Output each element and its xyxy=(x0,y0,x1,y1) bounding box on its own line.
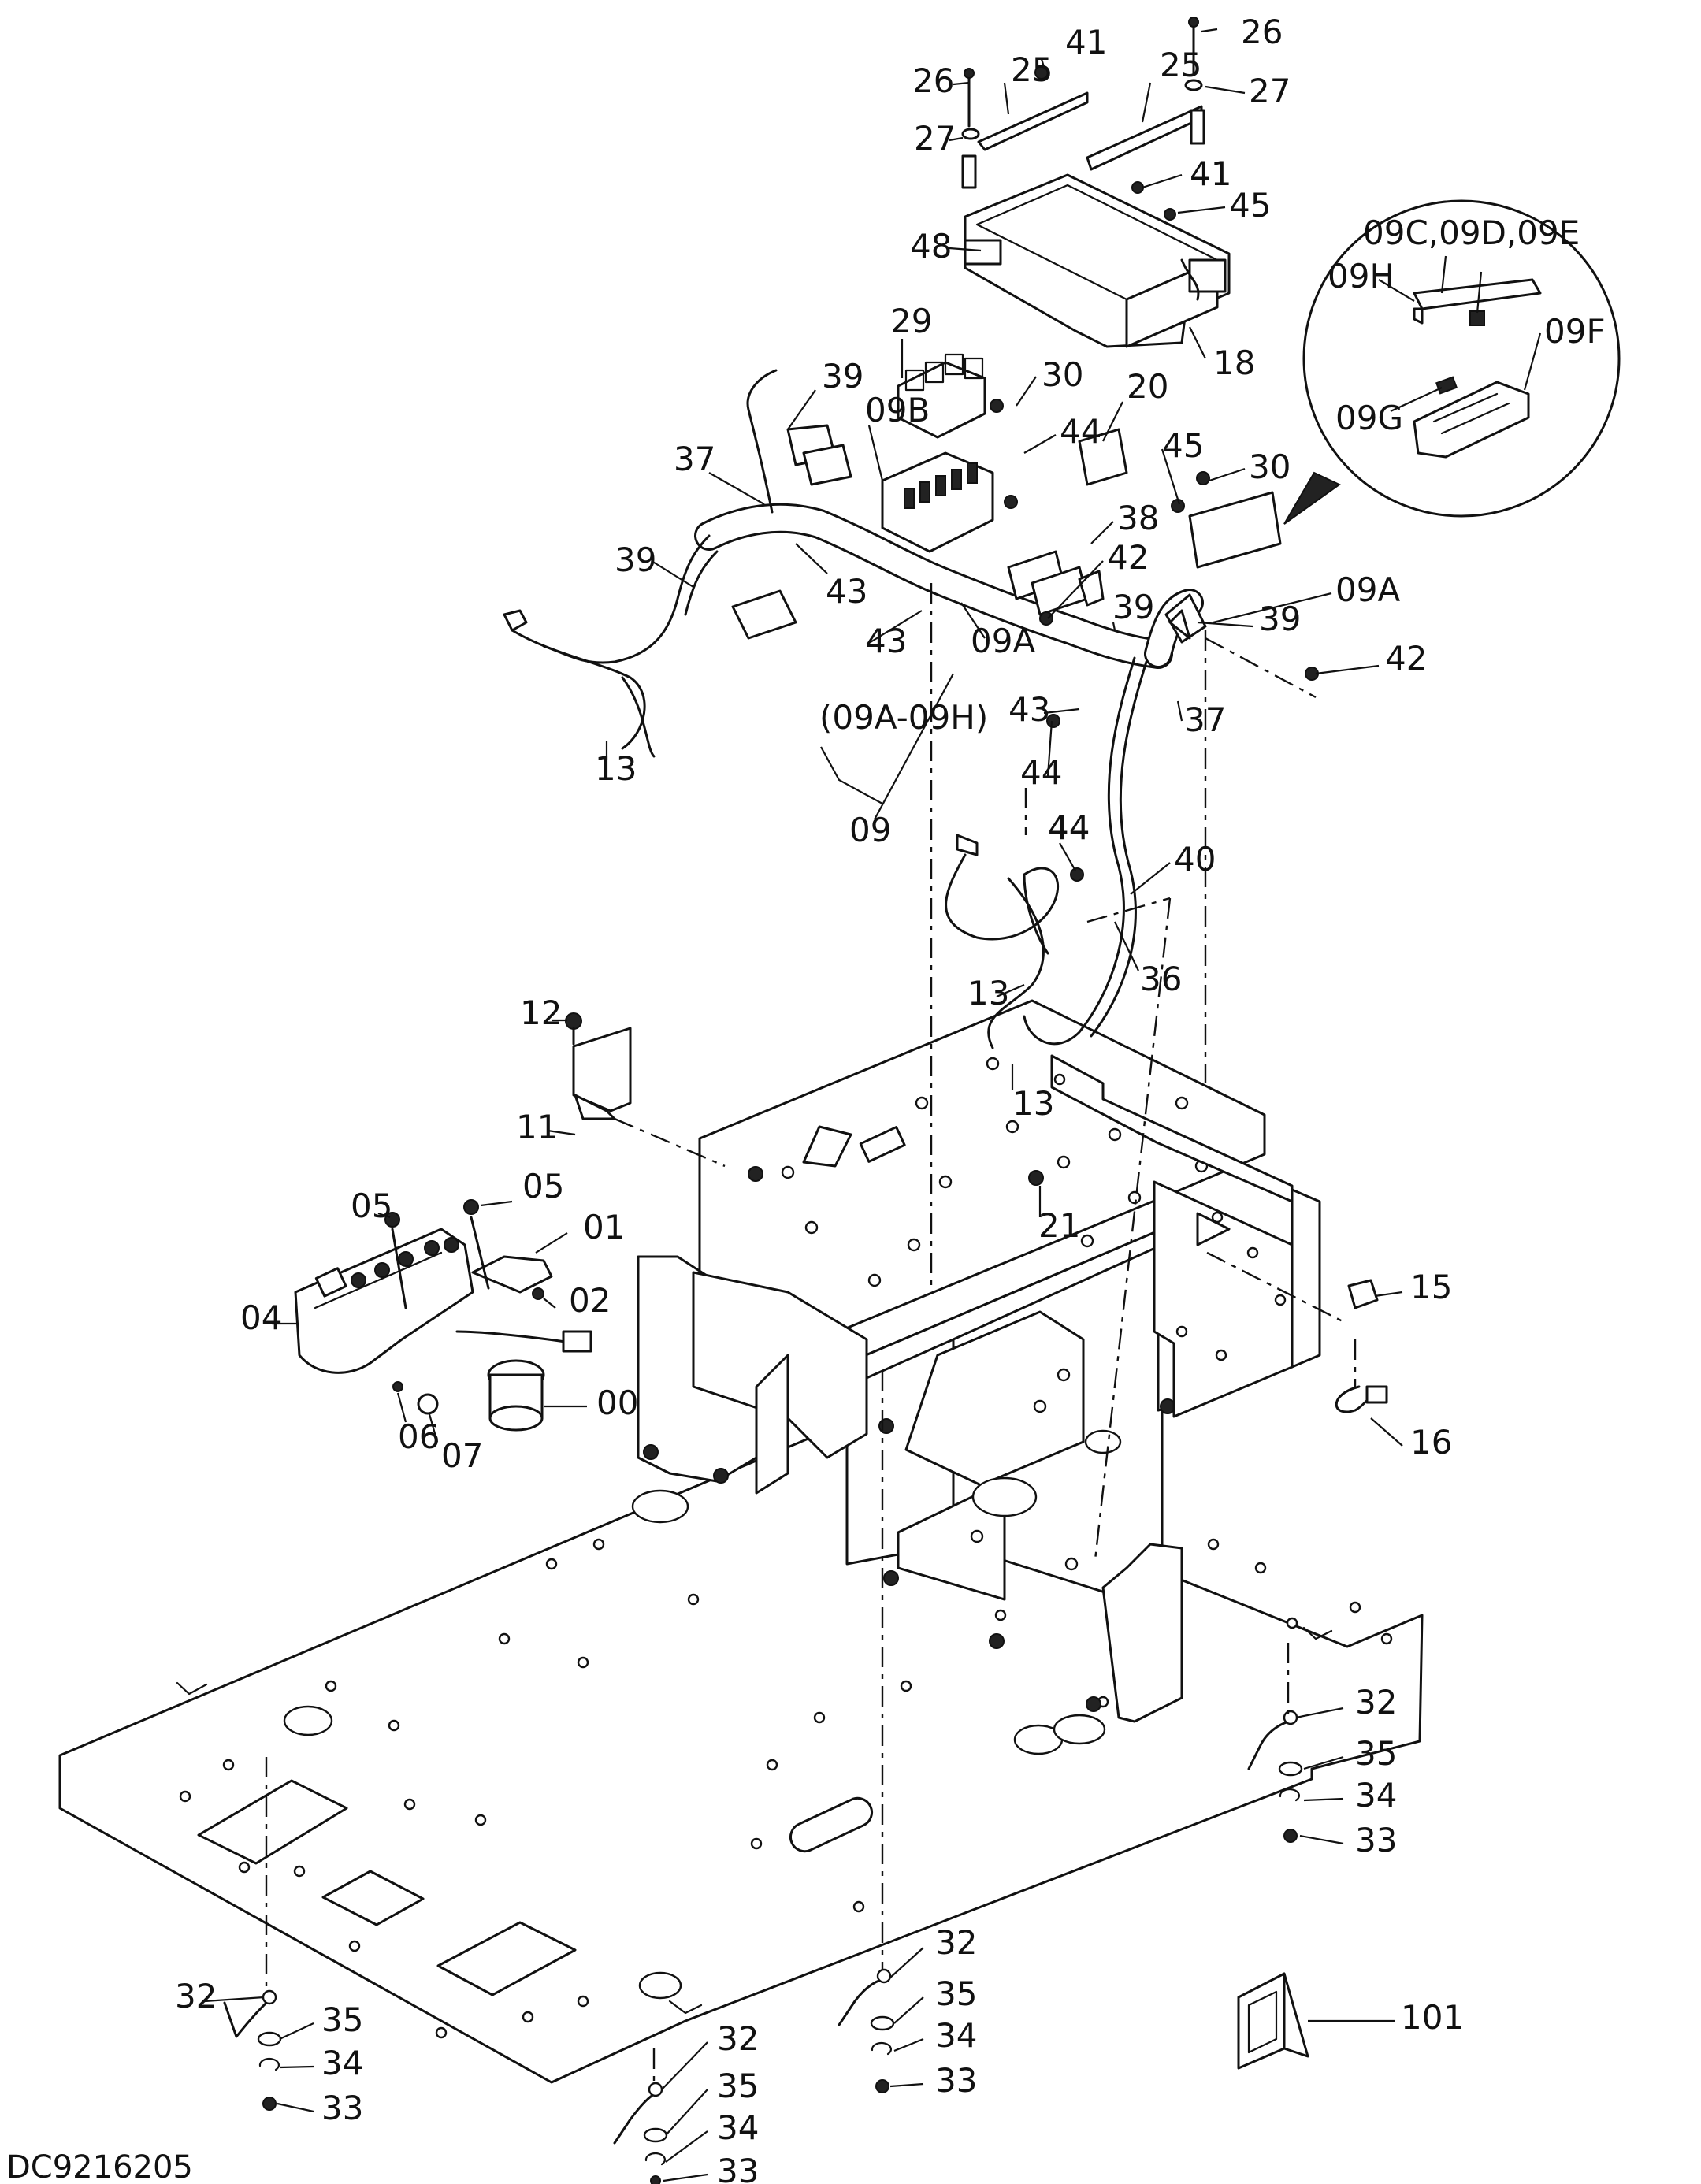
callout-label-l39c: 39 xyxy=(1112,588,1154,626)
callout-label-l11: 11 xyxy=(516,1108,558,1146)
callout-label-l06: 06 xyxy=(398,1417,440,1456)
callout-label-l25a: 25 xyxy=(1160,46,1201,84)
callout-label-l35b: 35 xyxy=(935,1974,977,2013)
callout-label-l12: 12 xyxy=(520,994,562,1032)
callout-label-l33a: 33 xyxy=(1355,1821,1397,1859)
floor-plate xyxy=(58,1432,1424,2084)
callout-label-l09f: 09F xyxy=(1544,312,1606,351)
callout-label-l42a: 42 xyxy=(1107,538,1149,577)
callout-label-l37b: 37 xyxy=(1184,700,1226,739)
callout-label-l27b: 27 xyxy=(914,119,956,158)
callout-label-l33c: 33 xyxy=(321,2089,363,2127)
callout-label-l45b: 45 xyxy=(1162,426,1204,465)
callout-label-l0909: (09A-09H) xyxy=(819,698,988,737)
callout-label-l44a: 44 xyxy=(1060,412,1101,451)
callout-label-l18: 18 xyxy=(1213,344,1255,382)
callout-label-l26b: 26 xyxy=(912,61,954,100)
callout-label-l35a: 35 xyxy=(1355,1734,1397,1773)
callout-label-l21: 21 xyxy=(1038,1206,1080,1245)
callout-label-l41b: 41 xyxy=(1190,154,1231,193)
callout-label-l04: 04 xyxy=(240,1298,282,1337)
callout-label-l40: 40 xyxy=(1174,840,1216,878)
callout-label-l43b: 43 xyxy=(865,622,907,660)
callout-label-l00: 00 xyxy=(596,1384,638,1422)
callout-label-l42b: 42 xyxy=(1385,639,1427,678)
callout-label-l39b: 39 xyxy=(615,540,656,579)
callout-label-l09g: 09G xyxy=(1335,399,1403,437)
callout-label-l05b: 05 xyxy=(522,1167,564,1205)
callout-label-l48: 48 xyxy=(910,227,952,266)
callout-label-l34a: 34 xyxy=(1355,1776,1397,1814)
leader-lines xyxy=(204,28,1542,2182)
callout-label-l41a: 41 xyxy=(1065,23,1107,61)
callout-label-l34c: 34 xyxy=(321,2044,363,2082)
callout-label-l09: 09 xyxy=(849,811,891,849)
callout-label-l09a1: 09A xyxy=(1335,570,1400,609)
callout-label-l25b: 25 xyxy=(1011,50,1053,89)
callout-label-l05a: 05 xyxy=(351,1187,392,1225)
callout-label-l34d: 34 xyxy=(717,2108,759,2147)
callout-label-l36: 36 xyxy=(1140,960,1182,998)
callout-label-l34b: 34 xyxy=(935,2016,977,2055)
bracket-box xyxy=(1050,1054,1321,1418)
callout-label-l27a: 27 xyxy=(1249,72,1291,110)
callout-label-l30a: 30 xyxy=(1042,355,1083,394)
callout-label-l16: 16 xyxy=(1410,1423,1452,1462)
callout-label-l44c: 44 xyxy=(1048,808,1090,847)
callout-label-l32b: 32 xyxy=(935,1923,977,1962)
fuse-relay-block xyxy=(881,353,1282,569)
main-harness xyxy=(503,369,1207,1049)
callout-label-l15: 15 xyxy=(1410,1268,1452,1306)
callout-label-l13a: 13 xyxy=(595,749,637,788)
callout-label-l26a: 26 xyxy=(1241,13,1283,51)
callout-label-l20: 20 xyxy=(1127,367,1168,406)
callout-label-l33d: 33 xyxy=(717,2152,759,2184)
callout-label-l39d: 39 xyxy=(1259,600,1301,638)
callout-label-l33b: 33 xyxy=(935,2061,977,2100)
callout-label-l37a: 37 xyxy=(674,440,715,478)
callout-label-l32c: 32 xyxy=(175,1977,217,2015)
callout-label-l02: 02 xyxy=(569,1281,611,1320)
small-parts xyxy=(565,399,1388,2070)
callout-label-l09b: 09B xyxy=(865,391,930,429)
switch-console xyxy=(294,1199,592,1432)
callout-label-l09h: 09H xyxy=(1328,257,1395,295)
callout-label-l09a2: 09A xyxy=(971,622,1035,660)
center-lines xyxy=(265,583,1357,2084)
callout-label-l43a: 43 xyxy=(826,572,867,611)
callout-label-l39a: 39 xyxy=(822,357,863,396)
callout-label-l32a: 32 xyxy=(1355,1683,1397,1722)
callout-label-l35d: 35 xyxy=(717,2067,759,2105)
callout-label-l13b: 13 xyxy=(967,974,1009,1012)
callout-label-l07: 07 xyxy=(441,1436,483,1475)
callout-label-l30b: 30 xyxy=(1249,448,1291,486)
connector-detail-inset xyxy=(1283,199,1621,525)
callout-label-l45a: 45 xyxy=(1229,186,1271,225)
callout-label-l29: 29 xyxy=(890,302,932,340)
seat-stand xyxy=(637,999,1266,1723)
callout-label-l13c: 13 xyxy=(1012,1084,1054,1123)
callout-label-l01: 01 xyxy=(583,1208,625,1246)
controller-unit xyxy=(961,17,1231,348)
callout-label-l101: 101 xyxy=(1401,1998,1464,2037)
callout-label-l38: 38 xyxy=(1117,499,1159,537)
callout-label-l09cde: 09C,09D,09E xyxy=(1363,214,1580,252)
callout-label-l35c: 35 xyxy=(321,2000,363,2039)
callout-label-l43c: 43 xyxy=(1008,690,1050,729)
diagram-code: DC9216205 xyxy=(6,2149,193,2184)
callout-label-l32d: 32 xyxy=(717,2019,759,2058)
callout-label-l44b: 44 xyxy=(1020,753,1062,792)
